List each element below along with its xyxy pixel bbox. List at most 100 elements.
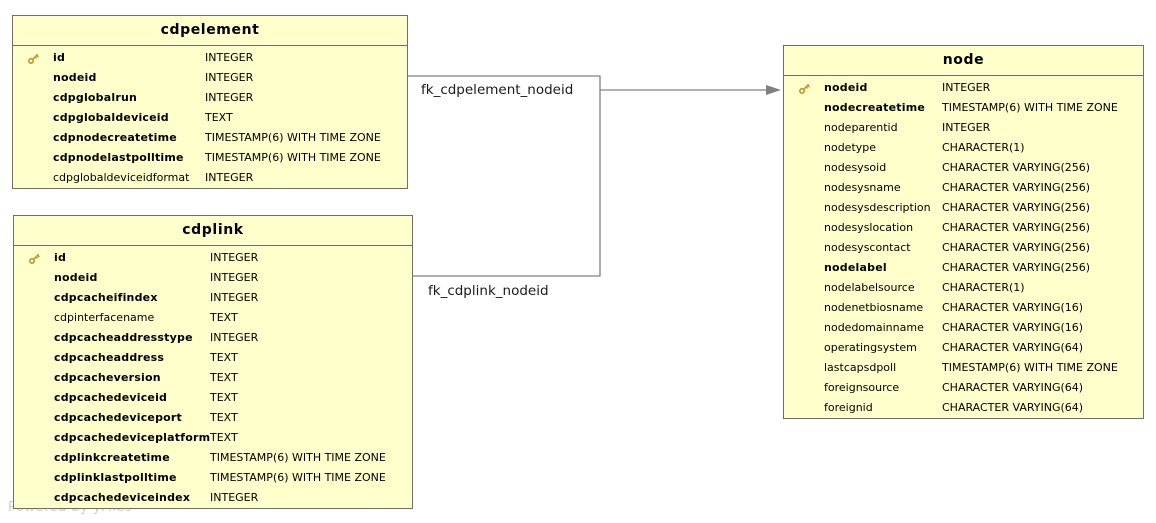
column-type: TEXT [210,311,238,324]
column-type: TEXT [210,431,238,444]
column-row[interactable]: nodesyslocation CHARACTER VARYING(256) [784,218,1143,238]
column-name: nodesysdescription [824,201,931,214]
key-spacer [797,381,812,396]
key-spacer [26,171,41,186]
column-row[interactable]: cdplinkcreatetime TIMESTAMP(6) WITH TIME … [14,448,412,468]
column-name: cdplinkcreatetime [54,451,170,464]
key-spacer [27,451,42,466]
key-spacer [27,491,42,506]
key-spacer [27,431,42,446]
key-spacer [27,411,42,426]
column-name: nodesysoid [824,161,887,174]
column-type: CHARACTER VARYING(64) [942,341,1084,354]
column-name: cdpcacheversion [54,371,161,384]
fk-label-cdplink-nodeid: fk_cdplink_nodeid [428,283,549,299]
column-type: INTEGER [205,71,254,84]
column-row[interactable]: cdpcacheversion TEXT [14,368,412,388]
column-row[interactable]: cdplinklastpolltime TIMESTAMP(6) WITH TIM… [14,468,412,488]
column-type: CHARACTER VARYING(256) [942,221,1091,234]
key-spacer [797,281,812,296]
column-name: cdpglobaldeviceidformat [53,171,190,184]
column-name: id [53,51,66,64]
column-row[interactable]: cdpinterfacename TEXT [14,308,412,328]
column-name: cdpglobaldeviceid [53,111,169,124]
column-name: cdplinklastpolltime [54,471,177,484]
key-spacer [797,361,812,376]
column-name: operatingsystem [824,341,917,354]
column-row[interactable]: nodesysoid CHARACTER VARYING(256) [784,158,1143,178]
table-title: cdplink [14,216,412,246]
column-type: TIMESTAMP(6) WITH TIME ZONE [942,101,1118,114]
column-name: cdpnodecreatetime [53,131,177,144]
key-spacer [797,321,812,336]
edge-cdpelement-to-junction [408,75,601,277]
key-spacer [27,271,42,286]
column-name: cdpcachedeviceindex [54,491,191,504]
column-type: INTEGER [210,491,259,504]
column-name: nodedomainname [824,321,924,334]
column-row[interactable]: cdpcachedeviceindex INTEGER [14,488,412,508]
column-type: TIMESTAMP(6) WITH TIME ZONE [205,151,381,164]
key-spacer [26,151,41,166]
column-name: nodesyscontact [824,241,911,254]
column-row[interactable]: cdpglobaldeviceid TEXT [13,108,407,128]
arrowhead-icon [766,85,781,95]
key-spacer [797,241,812,256]
column-name: nodesyslocation [824,221,914,234]
column-type: INTEGER [205,51,254,64]
column-type: TEXT [205,111,233,124]
column-name: cdpcachedeviceplatform [54,431,211,444]
column-name: nodeid [824,81,868,94]
column-row[interactable]: id INTEGER [13,48,407,68]
column-row[interactable]: operatingsystem CHARACTER VARYING(64) [784,338,1143,358]
column-name: cdpinterfacename [54,311,155,324]
column-type: INTEGER [210,331,259,344]
column-type: INTEGER [942,81,991,94]
column-name: nodeparentid [824,121,898,134]
column-row[interactable]: foreignsource CHARACTER VARYING(64) [784,378,1143,398]
primary-key-icon [797,81,812,96]
key-spacer [797,101,812,116]
column-type: TIMESTAMP(6) WITH TIME ZONE [210,471,386,484]
column-type: TIMESTAMP(6) WITH TIME ZONE [210,451,386,464]
column-row[interactable]: nodeid INTEGER [784,78,1143,98]
column-type: CHARACTER VARYING(256) [942,161,1091,174]
key-spacer [27,471,42,486]
column-type: TEXT [210,371,238,384]
column-type: CHARACTER VARYING(64) [942,381,1084,394]
fk-label-cdpelement-nodeid: fk_cdpelement_nodeid [421,82,574,98]
column-name: nodenetbiosname [824,301,924,314]
column-name: cdpcacheifindex [54,291,158,304]
column-name: foreignsource [824,381,900,394]
